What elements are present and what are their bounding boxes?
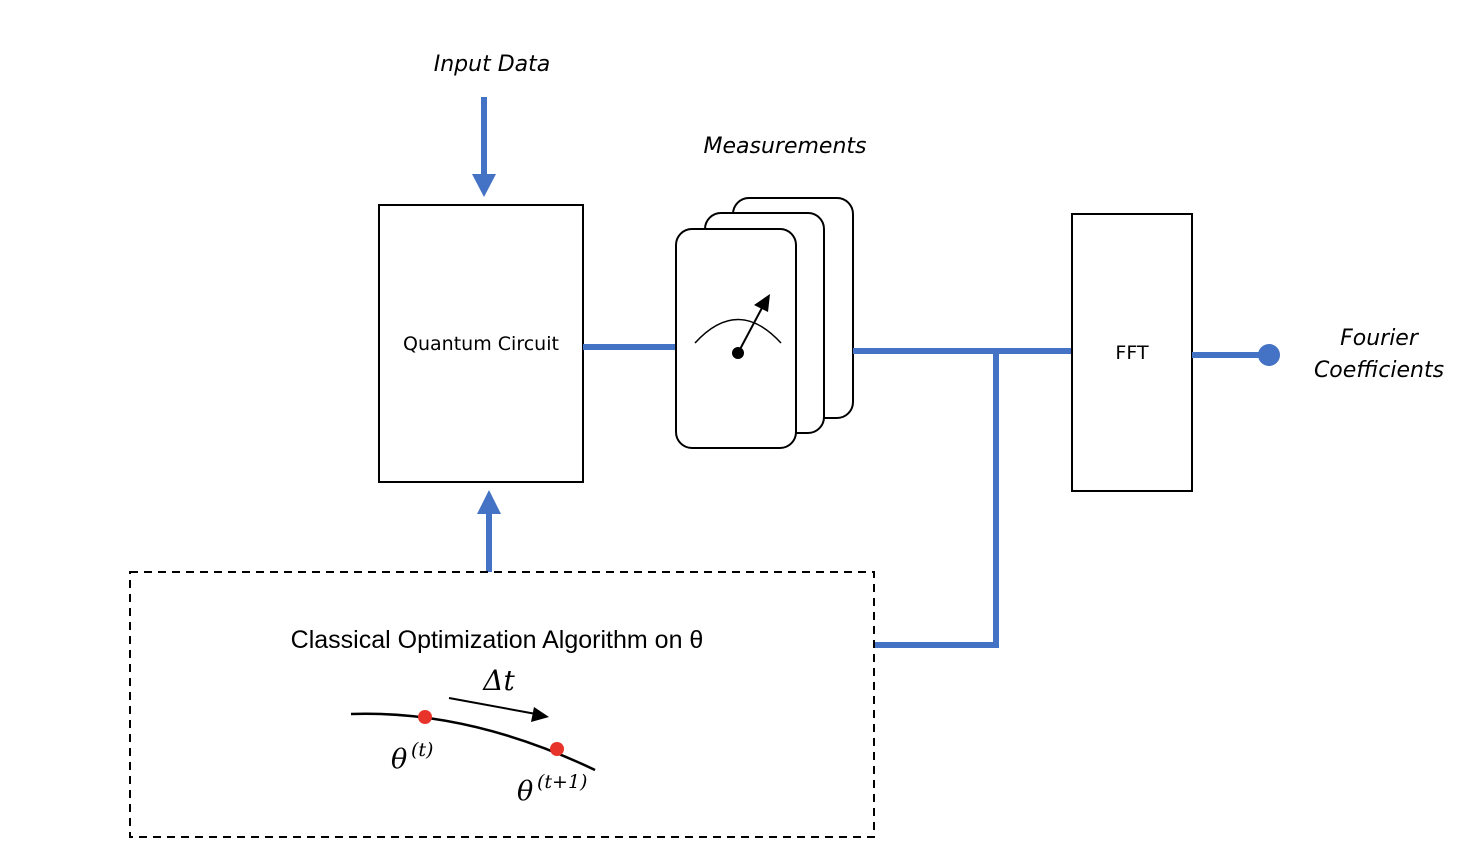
optimization-algorithm-box: Classical Optimization Algorithm on θ Δt…	[129, 571, 875, 838]
theta-t-base: θ	[391, 744, 407, 775]
optimization-trajectory	[350, 712, 596, 772]
measurements-label: Measurements	[704, 134, 867, 159]
theta-t-sup: (t)	[411, 739, 433, 761]
quantum-circuit-box: Quantum Circuit	[378, 204, 584, 483]
theta-t-point	[418, 710, 432, 724]
quantum-circuit-label: Quantum Circuit	[403, 333, 559, 355]
delta-t-label: Δt	[482, 664, 515, 697]
algorithm-title: Classical Optimization Algorithm on θ	[291, 626, 704, 654]
input-arrow	[472, 97, 496, 197]
theta-t1-sup: (t+1)	[537, 771, 587, 793]
measurement-stack	[675, 197, 854, 449]
fourier-label-line1: Fourier	[1340, 326, 1420, 351]
measurement-card-front	[675, 228, 797, 449]
time-step-arrow	[448, 697, 549, 722]
fft-output-connector	[1192, 344, 1280, 366]
theta-t1-base: θ	[517, 776, 533, 807]
fft-box: FFT	[1071, 213, 1193, 492]
theta-t1-point	[550, 742, 564, 756]
feedback-arrow	[477, 490, 501, 572]
measurement-output-connectors	[853, 348, 1072, 648]
meter-gauge-icon	[694, 294, 782, 359]
input-data-label: Input Data	[434, 52, 551, 77]
fft-label: FFT	[1115, 342, 1149, 364]
fourier-label-line2: Coefficients	[1314, 358, 1444, 383]
